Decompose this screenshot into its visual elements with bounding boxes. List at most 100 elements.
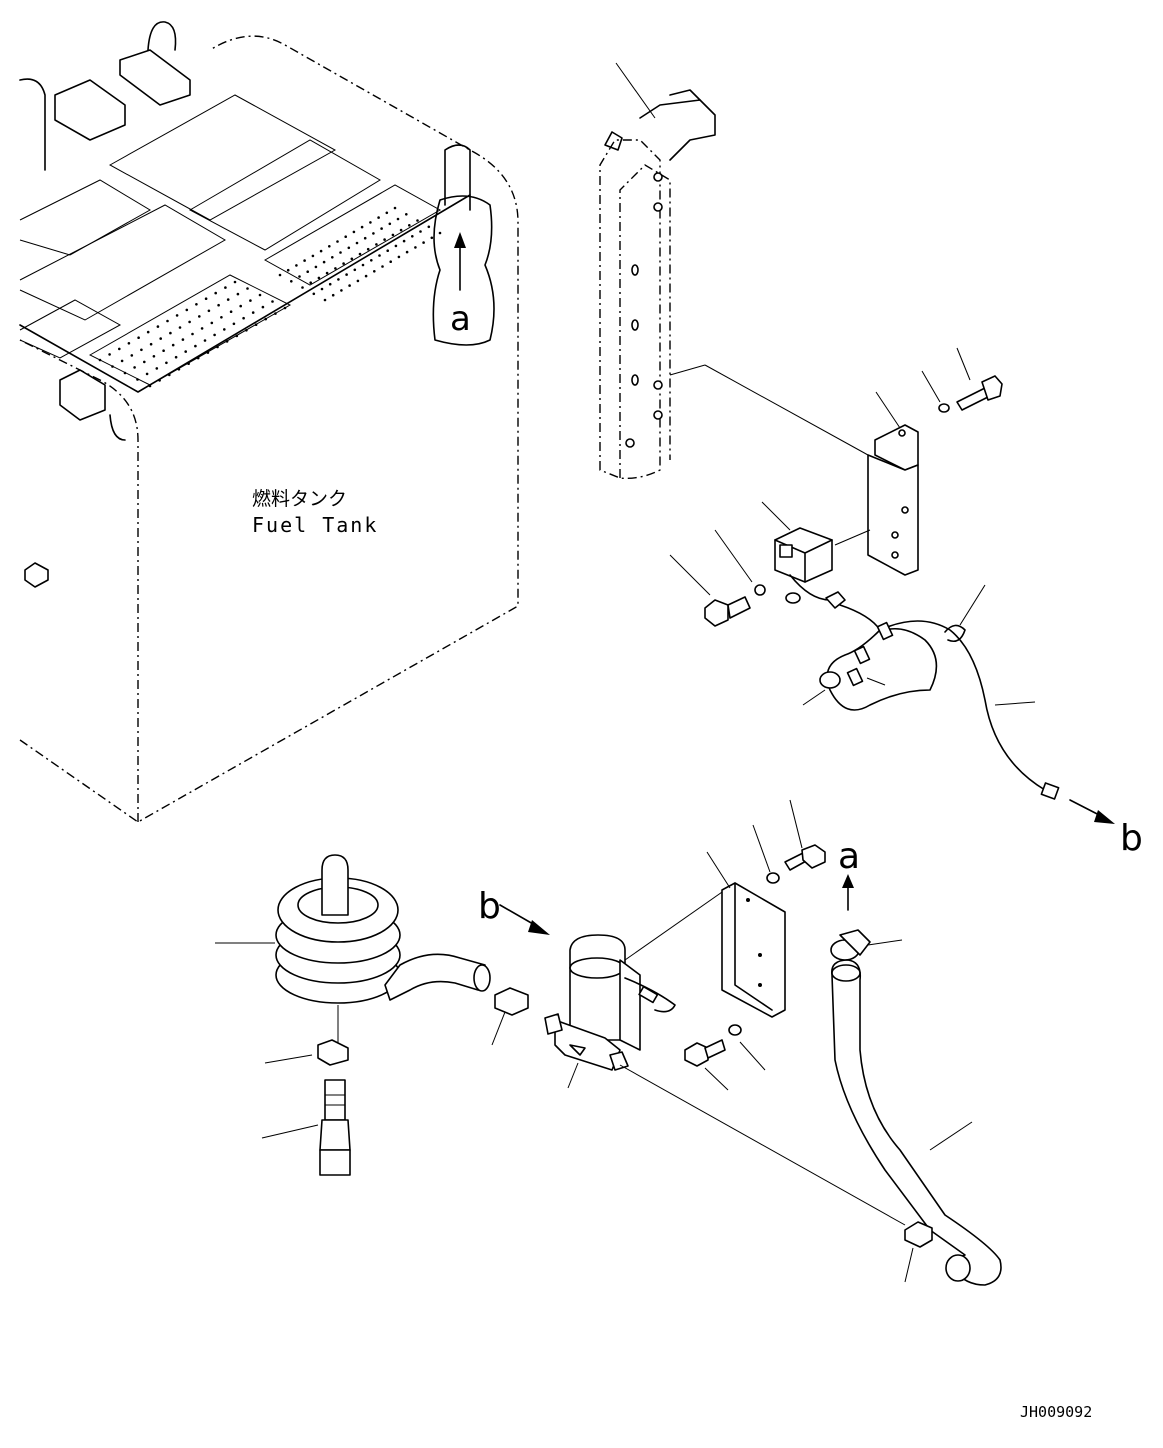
rivet-dot: [206, 351, 210, 354]
drawing-number: JH009092: [1020, 1403, 1092, 1421]
rivet-dot: [254, 323, 258, 327]
rivet-dot: [339, 251, 342, 254]
rivet-dot: [246, 287, 249, 290]
rivet-dot: [317, 276, 321, 280]
rivet-dot: [353, 268, 357, 272]
fuel-tank-label-en: Fuel Tank: [252, 513, 378, 537]
rivet-dot: [416, 219, 419, 222]
rivet-dot: [207, 309, 211, 313]
callout-b-pump: b: [478, 886, 501, 927]
rivet-dot: [355, 241, 359, 245]
rivet-dot: [165, 361, 168, 365]
rivet-dot: [311, 254, 315, 258]
rivet-dot: [377, 216, 380, 219]
rivet-dot: [427, 225, 431, 229]
fuel-pump: b: [478, 886, 906, 1226]
rivet-dot: [314, 265, 318, 269]
rivet-dot: [158, 379, 161, 382]
rivet-dot: [127, 342, 131, 345]
rivet-dot: [274, 312, 277, 315]
rivet-dot: [396, 217, 400, 221]
rivet-dot: [168, 373, 171, 377]
rivet-dot: [220, 316, 223, 319]
rivet-dot: [235, 334, 239, 338]
rivet-dot: [394, 244, 398, 248]
rivet-dot: [399, 228, 403, 232]
rivet-dot: [185, 308, 189, 312]
rivet-dot: [130, 354, 134, 357]
rivet-dot: [312, 292, 316, 296]
rivet-dot: [166, 319, 169, 323]
rivet-dot: [334, 267, 337, 270]
rivet-dot: [402, 239, 406, 243]
callout-b-harness: b: [1120, 818, 1143, 859]
rivet-dot: [108, 353, 111, 356]
rivet-dot: [309, 281, 313, 285]
rivet-dot: [430, 236, 434, 240]
rivet-dot: [156, 325, 160, 328]
rivet-dot: [143, 360, 146, 364]
rivet-dot: [352, 230, 356, 234]
rivet-dot: [356, 279, 360, 283]
rivet-dot: [360, 225, 364, 229]
rivet-dot: [393, 206, 397, 210]
rivet-dot: [214, 291, 217, 295]
rivet-dot: [148, 384, 152, 388]
rivet-dot: [196, 356, 200, 360]
rivet-dot: [223, 328, 226, 331]
rivet-dot: [169, 331, 172, 335]
rivet-dot: [373, 270, 376, 273]
rivet-dot: [200, 327, 204, 330]
rivet-dot: [380, 227, 383, 230]
rivet-dot: [344, 235, 348, 238]
rivet-dot: [181, 338, 185, 341]
rivet-dot: [203, 339, 207, 342]
rivet-dot: [242, 316, 245, 320]
fuel-tank: a 燃料タンク Fuel Tank: [19, 21, 519, 823]
rivet-dot: [195, 303, 198, 306]
rivet-dot: [301, 286, 304, 289]
rivet-dot: [405, 250, 409, 254]
rivet-dot: [383, 238, 386, 241]
rivet-dot: [350, 257, 354, 261]
rivet-dot: [414, 246, 417, 249]
rivet-dot: [271, 300, 274, 303]
rivet-dot: [378, 254, 381, 257]
wiring-harness: b: [802, 584, 1143, 859]
rivet-dot: [283, 306, 287, 310]
rivet-dot: [336, 240, 339, 243]
rivet-dot: [340, 289, 343, 292]
rivet-dot: [198, 315, 201, 318]
rivet-dot: [325, 271, 329, 275]
rivet-dot: [405, 213, 408, 216]
rivet-dot: [191, 332, 194, 336]
rivet-dot: [381, 265, 384, 268]
fuel-tank-label-jp: 燃料タンク: [252, 488, 347, 510]
rivet-dot: [136, 378, 139, 381]
rivet-dot: [194, 344, 197, 348]
rivet-dot: [146, 330, 150, 334]
rivet-dot: [369, 221, 372, 224]
rivet-dot: [411, 235, 414, 238]
rivet-dot: [137, 336, 140, 340]
rivet-dot: [149, 342, 153, 346]
rivet-dot: [397, 255, 401, 259]
rivet-dot: [319, 249, 323, 253]
fuel-cooler-coil: [215, 854, 491, 1176]
rivet-dot: [328, 245, 331, 248]
rivet-dot: [375, 243, 378, 246]
rivet-dot: [216, 345, 219, 349]
rivet-dot: [249, 299, 252, 302]
rivet-dot: [118, 347, 121, 351]
rivet-dot: [389, 260, 393, 264]
rivet-dot: [320, 287, 324, 291]
rivet-dot: [348, 284, 351, 287]
rivet-dot: [210, 321, 214, 325]
rivet-dot: [364, 274, 368, 278]
rivet-dot: [386, 249, 390, 252]
frame-column: [599, 62, 869, 480]
rivet-dot: [111, 365, 114, 368]
rivet-dot: [438, 231, 442, 235]
rivet-dot: [232, 322, 236, 326]
